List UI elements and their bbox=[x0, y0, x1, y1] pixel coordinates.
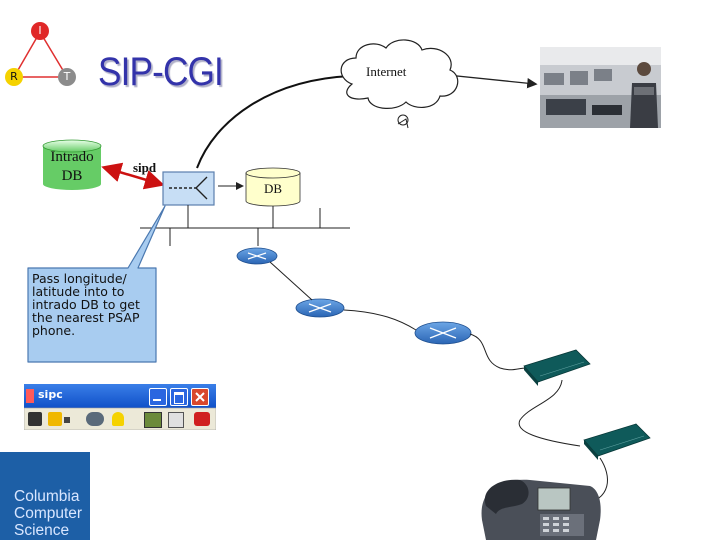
maximize-button[interactable] bbox=[170, 388, 188, 406]
minimize-button[interactable] bbox=[149, 388, 167, 406]
sipd-internet-link bbox=[196, 75, 351, 169]
toolbar-video-icon[interactable] bbox=[144, 412, 162, 428]
logo-line1: Columbia bbox=[14, 488, 80, 505]
db-cylinder bbox=[245, 167, 301, 207]
internet-cloud bbox=[340, 39, 459, 129]
close-icon bbox=[195, 392, 205, 402]
toolbar-help-icon[interactable] bbox=[168, 412, 184, 428]
sipd-label: sipd bbox=[133, 160, 157, 175]
toolbar-sos-icon[interactable] bbox=[194, 412, 210, 426]
columbia-logo: Columbia Computer Science bbox=[0, 452, 90, 540]
close-button[interactable] bbox=[191, 388, 209, 406]
office-photo-illustration bbox=[540, 47, 661, 128]
maximize-icon bbox=[174, 392, 184, 404]
ip-phone-icon bbox=[481, 479, 601, 540]
logo-line3: Science bbox=[14, 522, 70, 539]
router-icon bbox=[295, 298, 345, 318]
toolbar-buddies-icon[interactable] bbox=[86, 412, 104, 426]
page-title: SIP-CGI bbox=[98, 50, 224, 94]
toolbar-call-icon[interactable] bbox=[28, 412, 42, 426]
callout-text: Pass longitude/ latitude into to intrado… bbox=[32, 271, 140, 338]
intrado-db-label-line2: DB bbox=[61, 168, 83, 184]
intrado-sipd-arrow bbox=[101, 162, 165, 190]
switch-icon bbox=[523, 349, 591, 386]
intrado-db-cylinder bbox=[42, 139, 102, 190]
intrado-db-label-line1: Intrado bbox=[50, 149, 94, 165]
node-r-label: R bbox=[10, 70, 18, 83]
irt-triangle bbox=[5, 22, 76, 86]
callout-bubble bbox=[27, 205, 166, 363]
router-icon bbox=[236, 247, 278, 265]
node-t bbox=[58, 68, 76, 86]
switch-icon bbox=[583, 423, 651, 460]
toolbar-idea-icon[interactable] bbox=[112, 412, 124, 426]
db-label: DB bbox=[263, 181, 283, 196]
router-icon bbox=[414, 321, 472, 345]
intrado-db-label: Intrado DB bbox=[43, 148, 101, 186]
node-i-label: I bbox=[38, 24, 42, 37]
router-links bbox=[269, 261, 608, 505]
toolbar-wand-icon[interactable] bbox=[48, 412, 62, 426]
node-i bbox=[31, 22, 49, 40]
node-r bbox=[5, 68, 23, 86]
logo-line2: Computer bbox=[14, 505, 83, 522]
logo-text: Columbia Computer Science bbox=[14, 488, 82, 539]
sipc-window-title: sipc bbox=[38, 388, 63, 401]
office-photo bbox=[540, 47, 661, 128]
minimize-icon bbox=[153, 399, 161, 401]
node-t-label: T bbox=[63, 70, 71, 83]
sipc-window[interactable]: sipc bbox=[24, 384, 216, 430]
lan-bus bbox=[140, 205, 350, 246]
toolbar-dropdown-icon[interactable] bbox=[64, 417, 70, 423]
internet-label: Internet bbox=[366, 64, 407, 79]
sipd-server bbox=[162, 171, 215, 206]
